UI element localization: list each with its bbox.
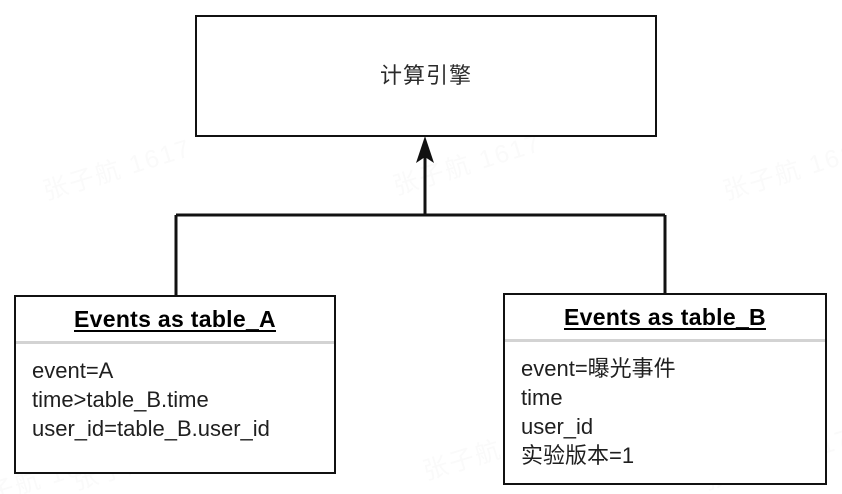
table-b-title: Events as table_B [564, 303, 766, 330]
table-b-field: event=曝光事件 [521, 356, 676, 381]
table-b-field: user_id [521, 414, 594, 439]
table-a-field: event=A [32, 358, 114, 383]
table-a-header: Events as table_A [16, 297, 334, 344]
table-a-field: user_id=table_B.user_id [32, 416, 270, 441]
table-a-fields: event=A time>table_B.time user_id=table_… [16, 344, 334, 443]
node-compute-engine[interactable]: 计算引擎 [195, 15, 657, 137]
table-b-header: Events as table_B [505, 295, 825, 342]
node-events-table-a[interactable]: Events as table_A event=A time>table_B.t… [14, 295, 336, 474]
compute-engine-label: 计算引擎 [379, 63, 472, 88]
table-b-fields: event=曝光事件 time user_id 实验版本=1 [505, 342, 825, 470]
table-b-field: 实验版本=1 [521, 443, 635, 468]
node-events-table-b[interactable]: Events as table_B event=曝光事件 time user_i… [503, 293, 827, 485]
arrow-head-icon [416, 136, 434, 163]
table-a-title: Events as table_A [74, 305, 276, 332]
table-a-field: time>table_B.time [32, 387, 209, 412]
table-b-field: time [521, 385, 563, 410]
